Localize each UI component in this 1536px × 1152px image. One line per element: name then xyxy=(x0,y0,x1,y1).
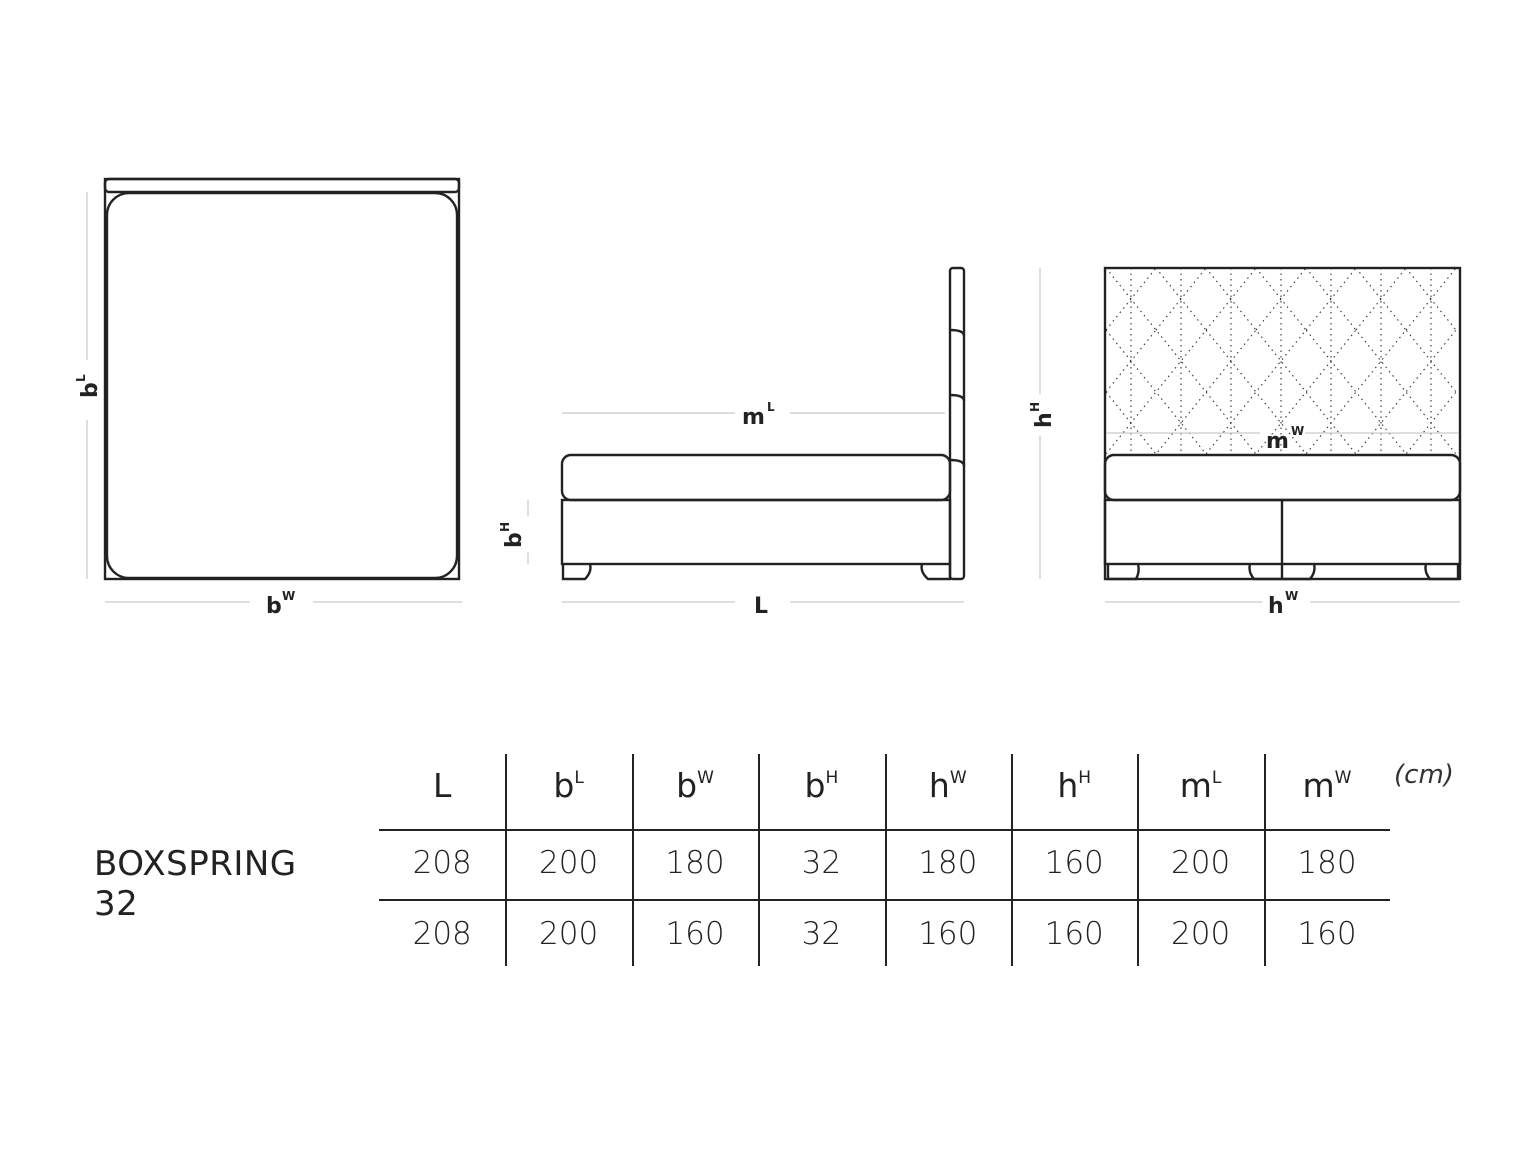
table-column-divider xyxy=(505,754,507,966)
top-bw-sup: W xyxy=(282,589,295,603)
table-header-cell: hH xyxy=(1057,766,1092,805)
front-mw-label: m xyxy=(1266,429,1289,454)
table-header-cell: mW xyxy=(1302,766,1352,805)
table-header-cell: bH xyxy=(804,766,839,805)
table-column-divider xyxy=(885,754,887,966)
table-cell: 200 xyxy=(1171,916,1231,952)
table-cell: 180 xyxy=(918,845,978,881)
unit-label: (cm) xyxy=(1394,760,1454,790)
table-cell: 200 xyxy=(1171,845,1231,881)
front-hh-label: h xyxy=(1032,412,1057,428)
table-cell: 160 xyxy=(665,916,725,952)
front-mw-sup: W xyxy=(1291,424,1304,438)
front-hw-label: h xyxy=(1268,594,1284,619)
side-ml-label: m xyxy=(742,405,765,430)
table-cell: 160 xyxy=(918,916,978,952)
top-view: b W b L xyxy=(74,177,462,619)
table-column-divider xyxy=(1137,754,1139,966)
table-cell: 180 xyxy=(1297,845,1357,881)
table-cell: 160 xyxy=(1297,916,1357,952)
table-cell: 180 xyxy=(665,845,725,881)
side-l-label: L xyxy=(754,594,768,619)
side-ml-sup: L xyxy=(767,400,775,414)
side-bh-sup: H xyxy=(498,522,512,532)
table-row-divider xyxy=(379,899,1391,901)
side-view: m L L b H xyxy=(498,266,966,619)
table-cell: 200 xyxy=(539,845,599,881)
table-row-divider xyxy=(379,829,1391,831)
table-header-cell: L xyxy=(433,766,452,805)
table-column-divider xyxy=(1011,754,1013,966)
table-cell: 160 xyxy=(1044,916,1104,952)
top-bw-label: b xyxy=(266,594,282,619)
table-cell: 208 xyxy=(412,845,472,881)
table-header-cell: mL xyxy=(1179,766,1222,805)
table-cell: 208 xyxy=(412,916,472,952)
table-column-divider xyxy=(1264,754,1266,966)
table-header-cell: bL xyxy=(553,766,584,805)
table-cell: 32 xyxy=(801,845,842,881)
table-cell: 32 xyxy=(801,916,842,952)
table-cell: 200 xyxy=(539,916,599,952)
quilted-headboard-pattern xyxy=(1106,269,1457,455)
side-bh-label: b xyxy=(502,532,527,548)
model-name: BOXSPRING 32 xyxy=(94,844,297,924)
table-column-divider xyxy=(632,754,634,966)
front-hw-sup: W xyxy=(1285,589,1298,603)
table-column-divider xyxy=(758,754,760,966)
front-hh-sup: H xyxy=(1028,402,1042,412)
front-view: m W h W h H xyxy=(1028,266,1462,619)
table-header-cell: bW xyxy=(676,766,714,805)
top-bl-sup: L xyxy=(74,374,88,382)
top-bl-label: b xyxy=(78,382,103,398)
table-header-cell: hW xyxy=(928,766,967,805)
table-cell: 160 xyxy=(1044,845,1104,881)
